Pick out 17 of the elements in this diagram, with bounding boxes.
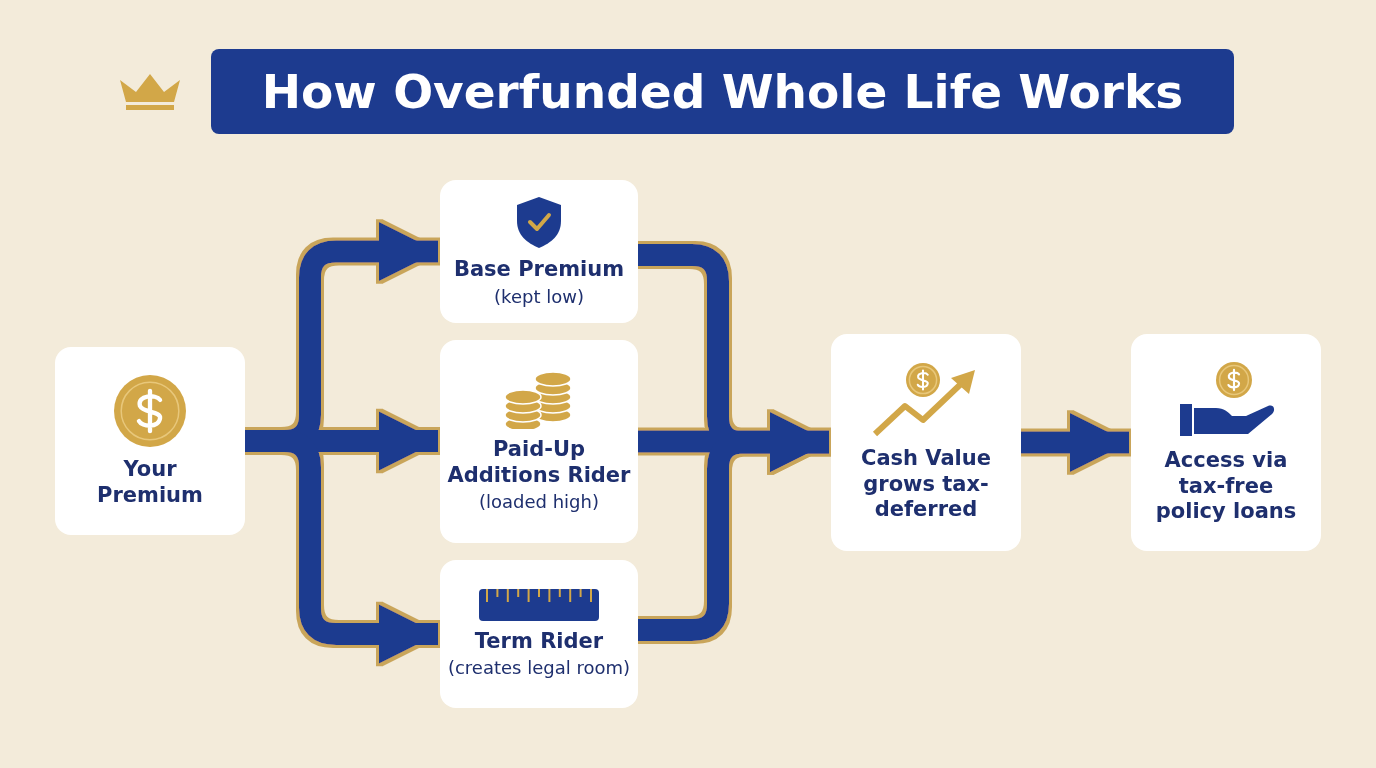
step-title: Your Premium <box>96 457 204 509</box>
step-card <box>440 180 638 323</box>
step-card <box>55 347 245 535</box>
step-title: Term Rider <box>474 628 604 655</box>
step-title: Paid-Up Additions Rider <box>446 437 632 489</box>
step-note: (loaded high) <box>479 490 599 514</box>
step-note: (creates legal room) <box>447 656 631 680</box>
step-card <box>831 334 1021 551</box>
title-banner: How Overfunded Whole Life Works <box>211 49 1234 134</box>
step-card <box>1131 334 1321 551</box>
step-title: Cash Value grows tax-deferred <box>860 446 992 523</box>
step-card <box>440 340 638 543</box>
step-card <box>440 560 638 708</box>
step-title: Base Premium <box>453 257 625 283</box>
step-title: Access via tax-free policy loans <box>1154 448 1298 525</box>
step-note: (kept low) <box>494 284 584 308</box>
flow-arrow <box>1021 412 1129 473</box>
